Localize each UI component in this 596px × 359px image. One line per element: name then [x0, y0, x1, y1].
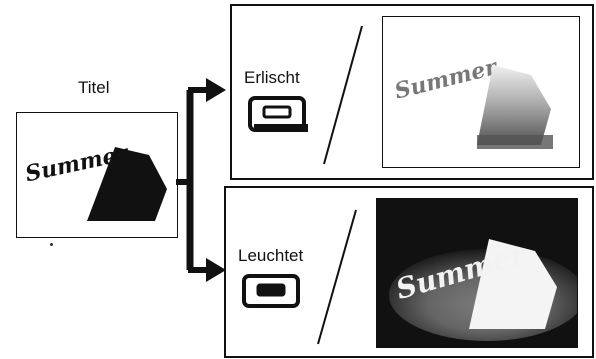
arrow-right-icon — [206, 258, 226, 282]
switch-off-icon — [248, 96, 308, 132]
result-image-off: Summer — [392, 54, 553, 149]
lit-shape — [469, 239, 557, 329]
logo-summer: Summer — [392, 54, 501, 105]
source-image-frame: Summer — [16, 112, 178, 238]
result-image-off-frame: Summer — [382, 16, 580, 168]
result-image-on: Summer — [377, 199, 577, 347]
separator-slash — [317, 209, 357, 345]
separator-slash — [323, 25, 363, 165]
hexagon-shape — [87, 147, 167, 221]
faded-shape — [477, 65, 551, 145]
arrow-right-icon — [206, 78, 226, 102]
state-panel-off: Erlischt Summer — [230, 4, 594, 180]
state-label-on: Leuchtet — [238, 246, 304, 265]
source-image: Summer — [23, 140, 167, 221]
dot-mark — [50, 243, 53, 246]
result-image-on-frame: Summer — [376, 198, 578, 348]
state-panel-on: Leuchtet Summer — [224, 186, 594, 358]
title-label: Titel — [78, 78, 110, 97]
state-label-off: Erlischt — [244, 68, 300, 87]
switch-on-icon — [242, 274, 300, 308]
